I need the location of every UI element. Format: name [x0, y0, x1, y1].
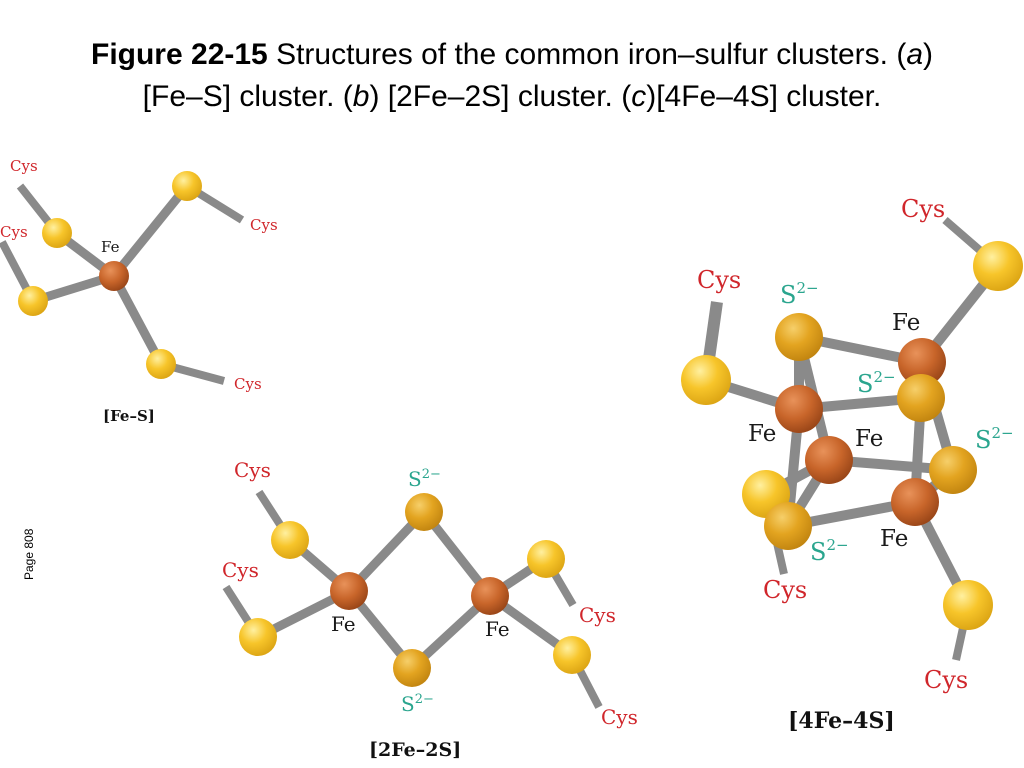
fe2s2-caption: [2Fe–2S] — [369, 739, 461, 761]
cys-label: Cys — [697, 266, 741, 294]
cys-label: Cys — [234, 458, 271, 482]
fe-label: Fe — [880, 526, 908, 552]
sulfur-atom — [271, 521, 309, 559]
fe4s4-cluster: Cys Cys Cys Cys S2− S2− S2− S2− Fe Fe Fe… — [681, 195, 1023, 734]
sulfur-atom — [172, 171, 202, 201]
sulfur-atom — [943, 580, 993, 630]
sulfide-atom — [897, 374, 945, 422]
cys-label: Cys — [222, 558, 259, 582]
title-part-1: Structures of the common iron–sulfur clu… — [267, 38, 907, 71]
bond — [110, 273, 165, 367]
iron-atom — [330, 572, 368, 610]
sulfide-atom — [775, 313, 823, 361]
sulfide-atom — [929, 446, 977, 494]
fe-label: Fe — [485, 617, 510, 641]
sulfur-atom — [553, 636, 591, 674]
title-label-c: c — [631, 80, 647, 113]
title-label-a: a — [906, 38, 923, 71]
fes-cluster: Cys Cys Cys Cys Fe [Fe–S] — [0, 157, 278, 425]
fe-label: Fe — [855, 426, 883, 452]
sulfide-atom — [393, 649, 431, 687]
fe-label: Fe — [892, 310, 920, 336]
title-part-4: ) [2Fe–2S] cluster. ( — [369, 80, 632, 113]
title-part-3: [Fe–S] cluster. ( — [142, 80, 353, 113]
cys-label: Cys — [924, 666, 968, 694]
sulfide-atom — [764, 502, 812, 550]
fe-label: Fe — [748, 421, 776, 447]
sulfide-label: S2− — [408, 467, 441, 491]
sulfur-atom — [146, 349, 176, 379]
title-part-2: ) — [923, 38, 933, 71]
figure-title: Figure 22-15 Structures of the common ir… — [0, 34, 1024, 118]
iron-atom — [775, 385, 823, 433]
sulfur-atom — [42, 218, 72, 248]
fe4s4-caption: [4Fe–4S] — [788, 708, 895, 734]
sulfur-atom — [973, 241, 1023, 291]
figure-number: Figure 22-15 — [91, 38, 268, 71]
cys-label: Cys — [579, 603, 616, 627]
iron-atom — [891, 478, 939, 526]
cys-label: Cys — [234, 375, 262, 393]
cys-label: Cys — [0, 223, 28, 241]
fe-label: Fe — [101, 238, 120, 256]
cys-label: Cys — [763, 576, 807, 604]
sulfide-atom — [405, 493, 443, 531]
sulfide-label: S2− — [857, 368, 896, 398]
sulfur-atom — [239, 618, 277, 656]
sulfur-atom — [18, 286, 48, 316]
sulfur-atom — [681, 355, 731, 405]
cys-label: Cys — [250, 216, 278, 234]
fes-caption: [Fe–S] — [103, 407, 155, 425]
fe2s2-cluster: Cys Cys Cys Cys S2− S2− Fe Fe [2Fe–2S] — [222, 458, 638, 761]
title-label-b: b — [352, 80, 370, 113]
iron-atom — [99, 261, 129, 291]
iron-atom — [898, 338, 946, 386]
cys-label: Cys — [10, 157, 38, 175]
title-part-5: )[4Fe–4S] cluster. — [646, 80, 882, 113]
sulfur-atom — [527, 540, 565, 578]
iron-atom — [471, 577, 509, 615]
bond — [110, 183, 191, 279]
cys-label: Cys — [601, 705, 638, 729]
sulfide-label: S2− — [975, 424, 1014, 454]
sulfide-label: S2− — [780, 279, 819, 309]
iron-atom — [805, 436, 853, 484]
cys-label: Cys — [901, 195, 945, 223]
fe-label: Fe — [331, 612, 356, 636]
sulfide-label: S2− — [810, 536, 849, 566]
sulfide-label: S2− — [401, 692, 434, 716]
